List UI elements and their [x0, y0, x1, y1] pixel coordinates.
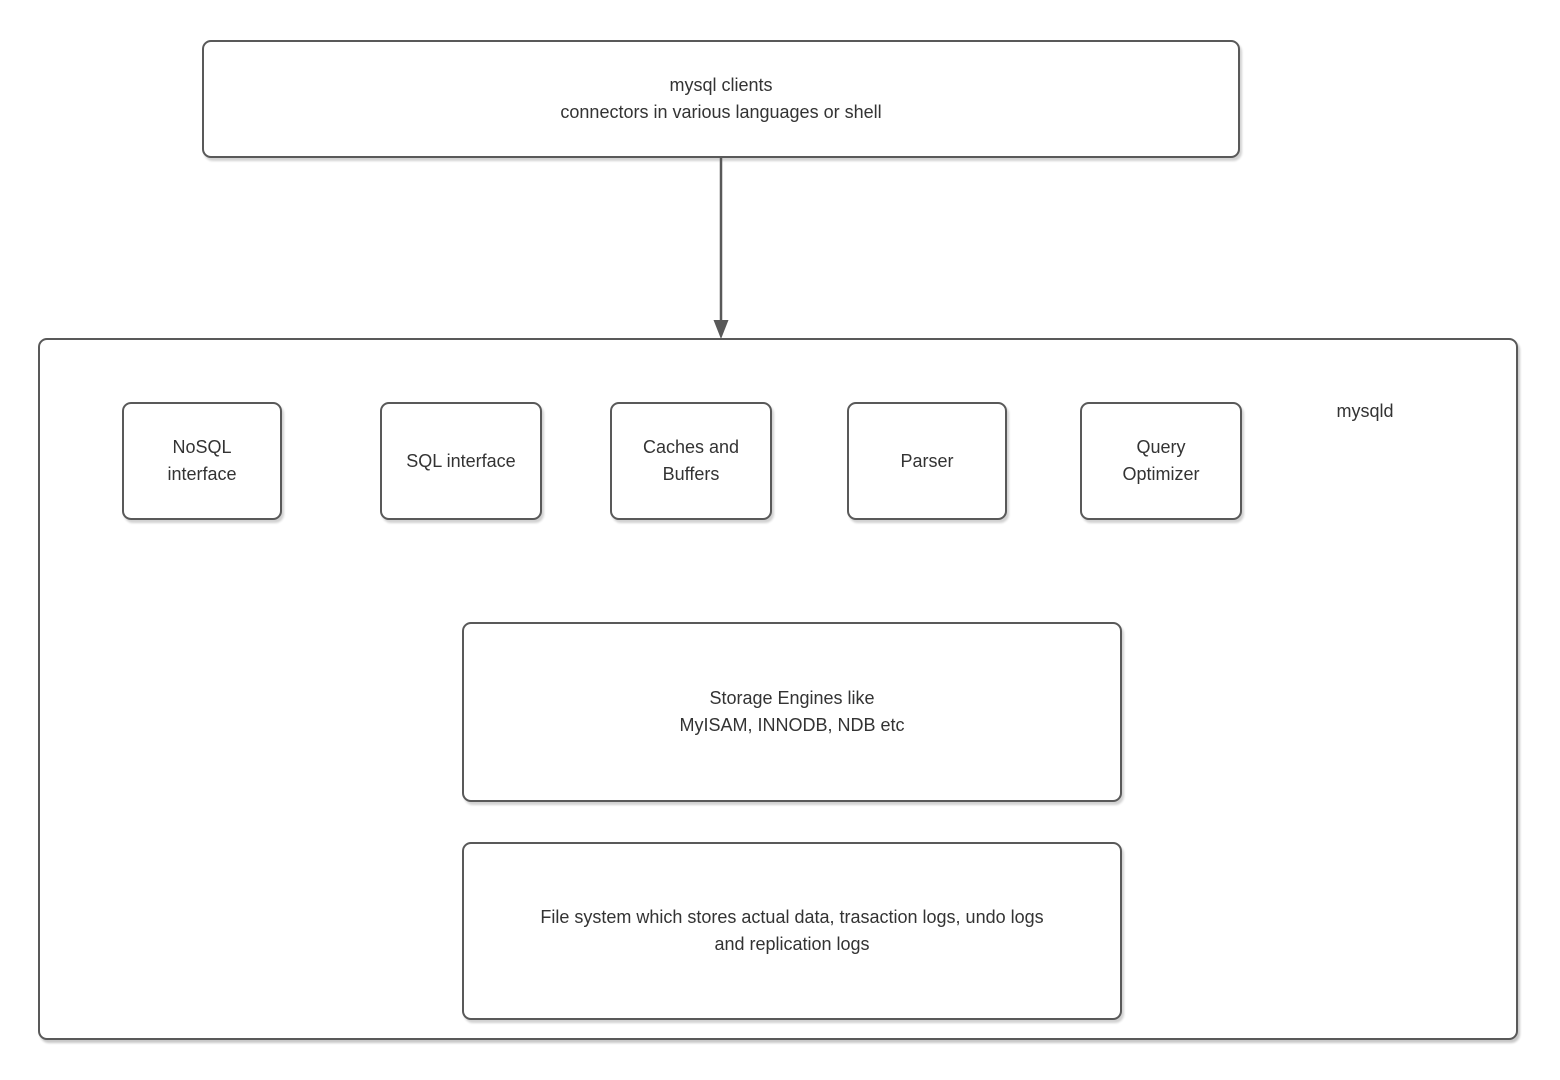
sql-interface-label: SQL interface: [406, 450, 516, 471]
node-sql-interface: SQL interface: [380, 402, 542, 520]
node-parser: Parser: [847, 402, 1007, 520]
node-storage-engines: Storage Engines like MyISAM, INNODB, NDB…: [462, 622, 1122, 802]
arrow-down-connector: [713, 158, 729, 339]
node-mysqld-container: mysqld NoSQL interface SQL interface Cac…: [38, 338, 1518, 1040]
mysqld-container-label: mysqld: [1336, 401, 1394, 421]
query-optimizer-label: Query Optimizer: [1122, 437, 1200, 484]
nosql-interface-label: NoSQL interface: [167, 437, 237, 484]
node-mysql-clients: mysql clients connectors in various lang…: [202, 40, 1240, 158]
storage-engines-label: Storage Engines like MyISAM, INNODB, NDB…: [679, 688, 905, 735]
caches-and-buffers-label: Caches and Buffers: [642, 437, 740, 484]
node-file-system: File system which stores actual data, tr…: [462, 842, 1122, 1020]
node-query-optimizer: Query Optimizer: [1080, 402, 1242, 520]
mysql-clients-label: mysql clients connectors in various lang…: [560, 75, 882, 122]
parser-label: Parser: [900, 450, 954, 471]
node-nosql-interface: NoSQL interface: [122, 402, 282, 520]
node-caches-and-buffers: Caches and Buffers: [610, 402, 772, 520]
file-system-label: File system which stores actual data, tr…: [540, 907, 1044, 954]
